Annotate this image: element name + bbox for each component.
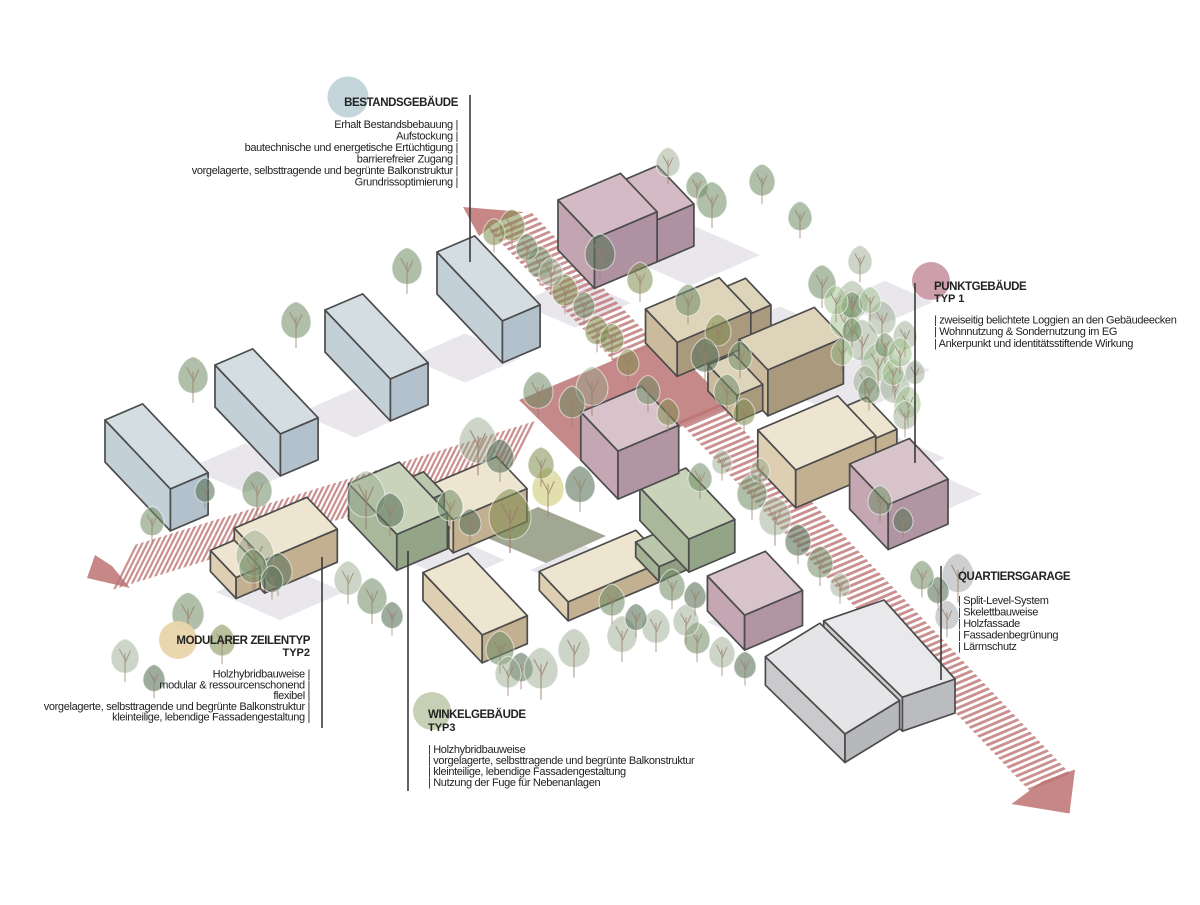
- svg-text:bautechnische und energetische: bautechnische und energetische Ertüchtig…: [245, 142, 458, 154]
- svg-text:TYP2: TYP2: [282, 647, 310, 659]
- svg-text:| kleinteilige, lebendige Fass: | kleinteilige, lebendige Fassadengestal…: [428, 766, 626, 778]
- svg-text:| Wohnnutzung & Sondernutzung: | Wohnnutzung & Sondernutzung im EG: [934, 326, 1117, 338]
- svg-text:BESTANDSGEBÄUDE: BESTANDSGEBÄUDE: [344, 96, 459, 109]
- svg-text:| vorgelagerte, selbsttragende: | vorgelagerte, selbsttragende und begrü…: [428, 755, 695, 767]
- svg-text:| Split-Level-System: | Split-Level-System: [958, 595, 1049, 607]
- svg-text:| Nutzung der Fuge für Nebenan: | Nutzung der Fuge für Nebenanlagen: [428, 777, 600, 789]
- svg-text:vorgelagerte, selbsttragende u: vorgelagerte, selbsttragende und begrünt…: [44, 701, 310, 713]
- svg-text:| Holzfassade: | Holzfassade: [958, 618, 1020, 630]
- svg-text:barrierefreier Zugang |: barrierefreier Zugang |: [357, 154, 458, 166]
- svg-text:Aufstockung |: Aufstockung |: [396, 131, 458, 143]
- svg-text:TYP 1: TYP 1: [934, 293, 964, 305]
- svg-text:Grundrissoptimierung |: Grundrissoptimierung |: [355, 177, 458, 189]
- svg-text:| Ankerpunkt und identitätssti: | Ankerpunkt und identitätsstiftende Wir…: [934, 338, 1133, 350]
- svg-text:MODULARER ZEILENTYP: MODULARER ZEILENTYP: [176, 635, 310, 647]
- svg-text:flexibel |: flexibel |: [273, 690, 310, 702]
- svg-text:modular & ressourcenschonend |: modular & ressourcenschonend |: [159, 679, 310, 691]
- svg-text:Holzhybridbauweise |: Holzhybridbauweise |: [213, 669, 310, 681]
- svg-text:vorgelagerte, selbsttragende u: vorgelagerte, selbsttragende und begrünt…: [192, 165, 458, 177]
- svg-text:WINKELGEBÄUDE: WINKELGEBÄUDE: [428, 708, 526, 721]
- svg-text:kleinteilige, lebendige Fassad: kleinteilige, lebendige Fassadengestaltu…: [112, 712, 310, 724]
- svg-text:| Fassadenbegrünung: | Fassadenbegrünung: [958, 630, 1058, 642]
- svg-text:TYP3: TYP3: [428, 722, 456, 734]
- svg-text:| zweiseitig belichtete Loggie: | zweiseitig belichtete Loggien an den G…: [934, 315, 1177, 327]
- svg-text:PUNKTGEBÄUDE: PUNKTGEBÄUDE: [934, 280, 1027, 293]
- svg-text:| Skelettbauweise: | Skelettbauweise: [958, 607, 1038, 619]
- svg-text:QUARTIERSGARAGE: QUARTIERSGARAGE: [958, 571, 1071, 583]
- svg-text:| Holzhybridbauweise: | Holzhybridbauweise: [428, 744, 526, 756]
- svg-text:| Lärmschutz: | Lärmschutz: [958, 641, 1017, 653]
- svg-text:Erhalt Bestandsbebauung |: Erhalt Bestandsbebauung |: [334, 119, 458, 131]
